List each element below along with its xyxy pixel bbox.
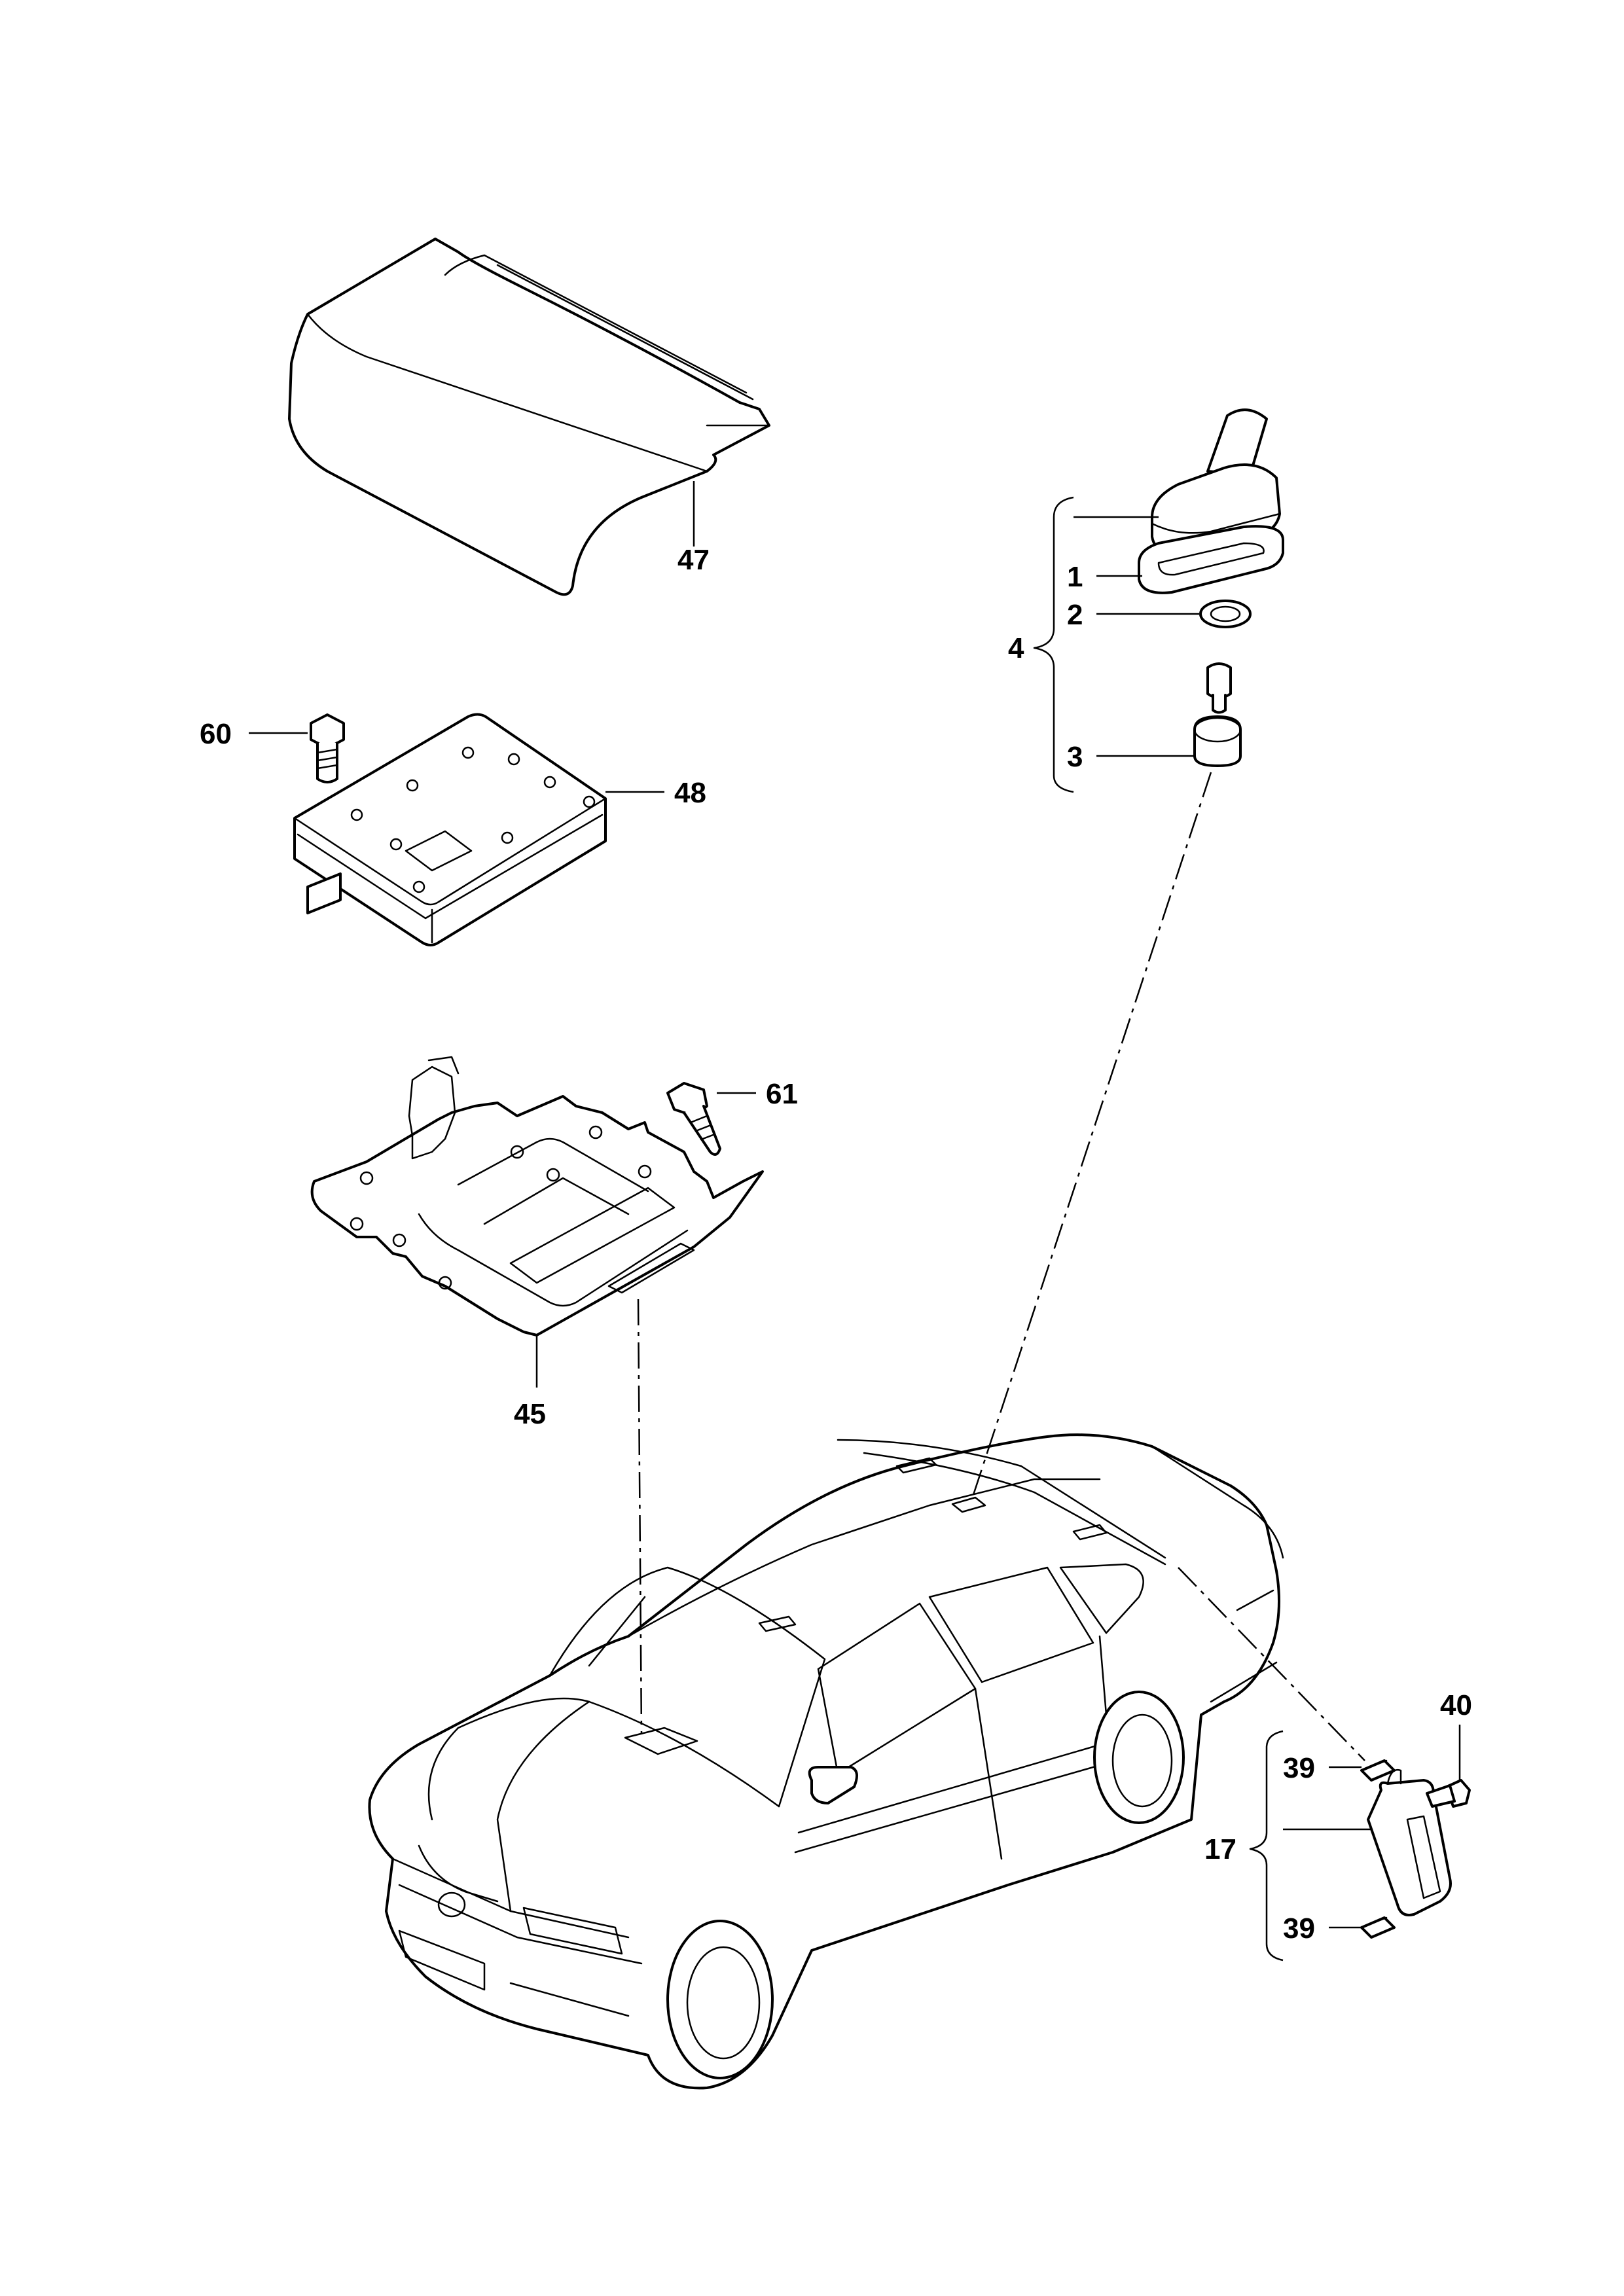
vehicle-sedan bbox=[368, 1433, 1284, 2090]
callout-60: 60 bbox=[200, 718, 232, 750]
brace-4 bbox=[1033, 496, 1074, 793]
callout-4: 4 bbox=[1008, 632, 1024, 664]
callout-1: 1 bbox=[1067, 561, 1083, 593]
part-48-control-unit bbox=[293, 713, 607, 946]
part-47-cover bbox=[288, 238, 770, 596]
part-1-antenna-housing bbox=[1138, 408, 1284, 594]
phantom-line-bracket bbox=[637, 1299, 643, 1735]
leader-lines bbox=[249, 481, 1461, 1929]
phantom-line-module bbox=[1178, 1567, 1365, 1761]
callout-2: 2 bbox=[1067, 599, 1083, 631]
part-45-bracket bbox=[310, 1056, 764, 1336]
part-antenna-bolt bbox=[1206, 662, 1232, 714]
phantom-line-antenna bbox=[971, 772, 1212, 1499]
part-40-screw bbox=[1426, 1779, 1471, 1808]
callout-61: 61 bbox=[766, 1078, 798, 1110]
callout-45: 45 bbox=[514, 1398, 546, 1430]
callout-48: 48 bbox=[674, 777, 706, 809]
part-3-nut bbox=[1193, 715, 1242, 767]
part-39-clip-lower bbox=[1360, 1916, 1396, 1939]
part-17-module bbox=[1367, 1768, 1452, 1916]
callout-17: 17 bbox=[1204, 1833, 1236, 1865]
callout-47: 47 bbox=[677, 544, 710, 576]
part-60-bolt bbox=[310, 713, 345, 783]
brace-17 bbox=[1249, 1730, 1284, 1962]
callout-40: 40 bbox=[1440, 1689, 1472, 1721]
part-2-seal-ring bbox=[1199, 600, 1252, 628]
part-39-clip-upper bbox=[1360, 1759, 1396, 1782]
callout-39-upper: 39 bbox=[1283, 1752, 1315, 1784]
callout-3: 3 bbox=[1067, 741, 1083, 773]
part-61-screw bbox=[666, 1082, 721, 1156]
callout-39-lower: 39 bbox=[1283, 1912, 1315, 1945]
